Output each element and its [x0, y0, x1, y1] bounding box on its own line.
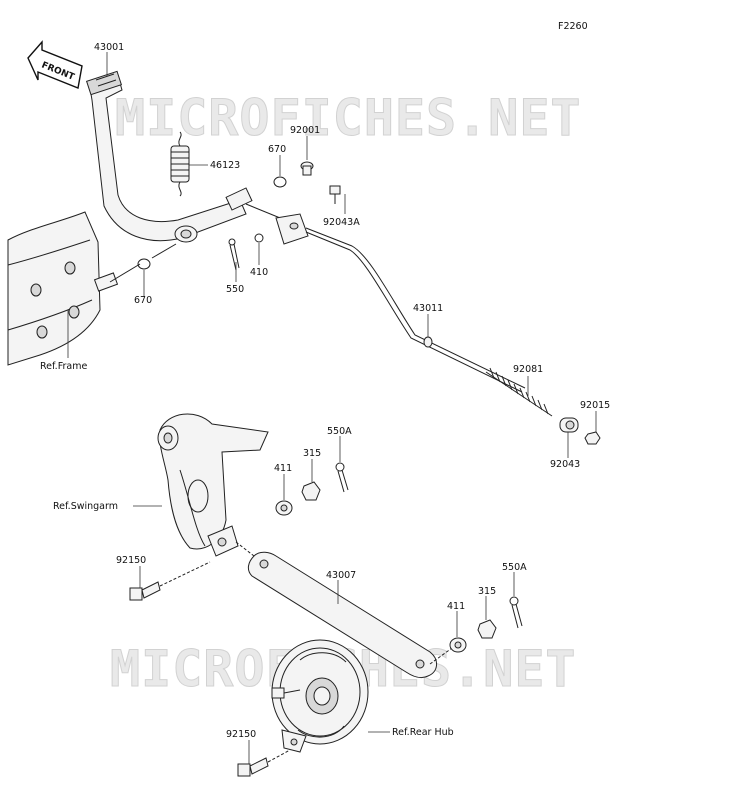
- joint-92043-part: [559, 417, 579, 433]
- brake-pedal-part: [85, 70, 253, 243]
- swingarm-reference-part: [157, 413, 269, 557]
- o-ring-upper-part: [273, 176, 287, 188]
- label-410: 410: [250, 267, 268, 278]
- rod-spring-part: [485, 367, 553, 417]
- watermark-top: MICROFICHES.NET: [115, 89, 582, 147]
- label-92001: 92001: [290, 125, 320, 136]
- brake-rod-part: [305, 227, 526, 393]
- label-43011: 43011: [413, 303, 443, 314]
- bolt-92001-part: [300, 161, 314, 176]
- nut-92015-part: [584, 431, 601, 445]
- torque-arm-part: [235, 541, 453, 679]
- label-670-upper: 670: [268, 144, 286, 155]
- return-spring-part: [170, 131, 190, 197]
- frame-reference-part: [7, 211, 119, 366]
- ref-rear-hub-label: Ref.Rear Hub: [392, 727, 454, 738]
- label-92150-upper: 92150: [116, 555, 146, 566]
- label-43007: 43007: [326, 570, 356, 581]
- nut-315-lower-part: [477, 619, 497, 639]
- ref-frame-label: Ref.Frame: [40, 361, 87, 372]
- pin-92043A-part: [329, 185, 341, 204]
- ref-swingarm-label: Ref.Swingarm: [53, 501, 118, 512]
- bolt-92150-upper-part: [129, 561, 211, 601]
- o-ring-lower-part: [137, 258, 151, 270]
- label-670-lower: 670: [134, 295, 152, 306]
- label-92043A: 92043A: [323, 217, 360, 228]
- cotter-pin-550A-lower-part: [509, 596, 523, 629]
- label-550A-upper: 550A: [327, 426, 352, 437]
- label-43001: 43001: [94, 42, 124, 53]
- label-411-lower: 411: [447, 601, 465, 612]
- label-550: 550: [226, 284, 244, 295]
- label-550A-lower: 550A: [502, 562, 527, 573]
- figure-code: F2260: [558, 21, 588, 32]
- rear-hub-reference-part: [271, 639, 369, 753]
- label-315-lower: 315: [478, 586, 496, 597]
- label-315-upper: 315: [303, 448, 321, 459]
- label-92015: 92015: [580, 400, 610, 411]
- label-92150-lower: 92150: [226, 729, 256, 740]
- front-arrow-icon: FRONT: [27, 40, 83, 89]
- washer-410-part: [254, 233, 264, 243]
- label-411-upper: 411: [274, 463, 292, 474]
- label-92081: 92081: [513, 364, 543, 375]
- nut-315-upper-part: [301, 481, 321, 501]
- cotter-pin-550-part: [228, 238, 240, 271]
- label-46123: 46123: [210, 160, 240, 171]
- bolt-92150-lower-part: [237, 749, 291, 777]
- label-92043: 92043: [550, 459, 580, 470]
- clevis-part: [275, 213, 309, 245]
- cotter-pin-550A-upper-part: [335, 462, 349, 493]
